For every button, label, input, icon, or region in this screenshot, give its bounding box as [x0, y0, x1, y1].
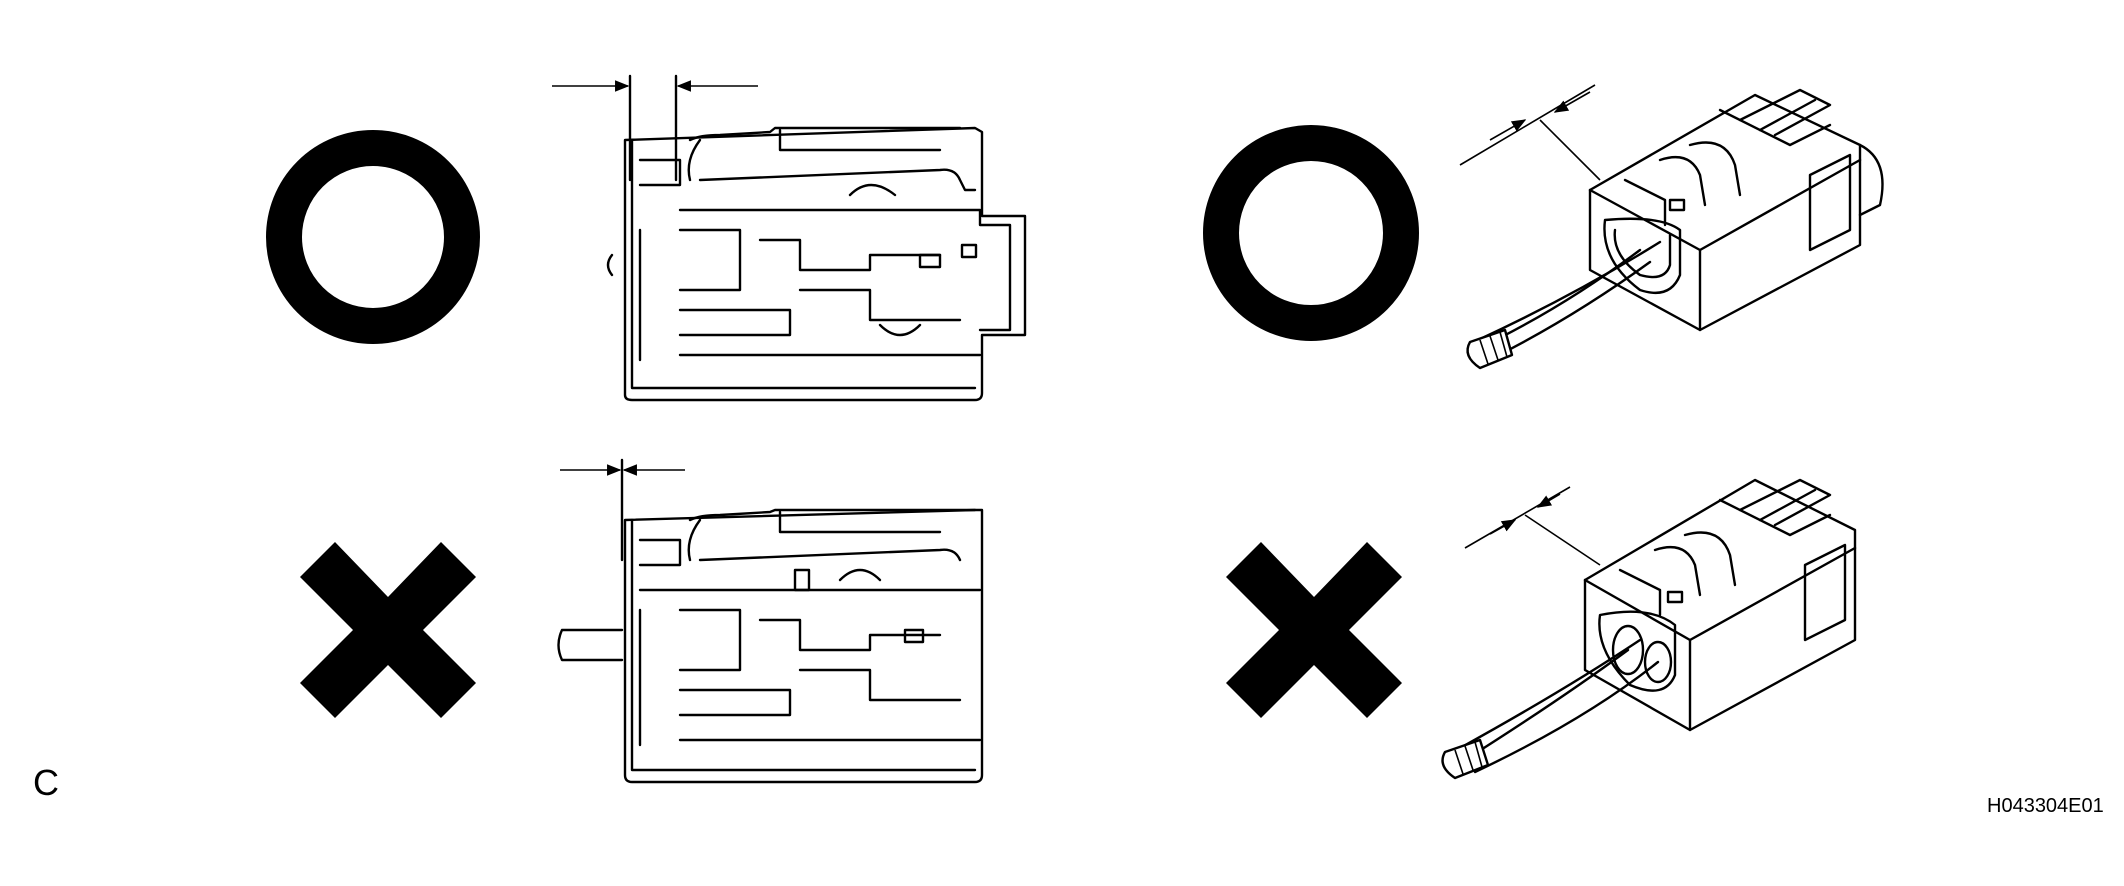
connector-side-view-correct [552, 74, 1027, 402]
gap-dimension-iso-top [1459, 84, 1601, 181]
gap-dimension-bottom [560, 458, 685, 562]
gap-dimension-iso-bottom [1464, 486, 1601, 566]
incorrect-cross-icon-right [1226, 542, 1402, 718]
connector-side-view-incorrect [557, 458, 984, 784]
panel-label: C [33, 762, 59, 803]
correct-circle-icon-right [1203, 125, 1419, 341]
figure-id: H043304E01 [1987, 795, 2104, 817]
connector-isometric-correct [1459, 84, 1884, 370]
correct-circle-icon [266, 130, 480, 344]
incorrect-cross-icon [300, 542, 476, 718]
connector-isometric-incorrect [1441, 478, 1857, 780]
gap-dimension-top [552, 74, 758, 182]
